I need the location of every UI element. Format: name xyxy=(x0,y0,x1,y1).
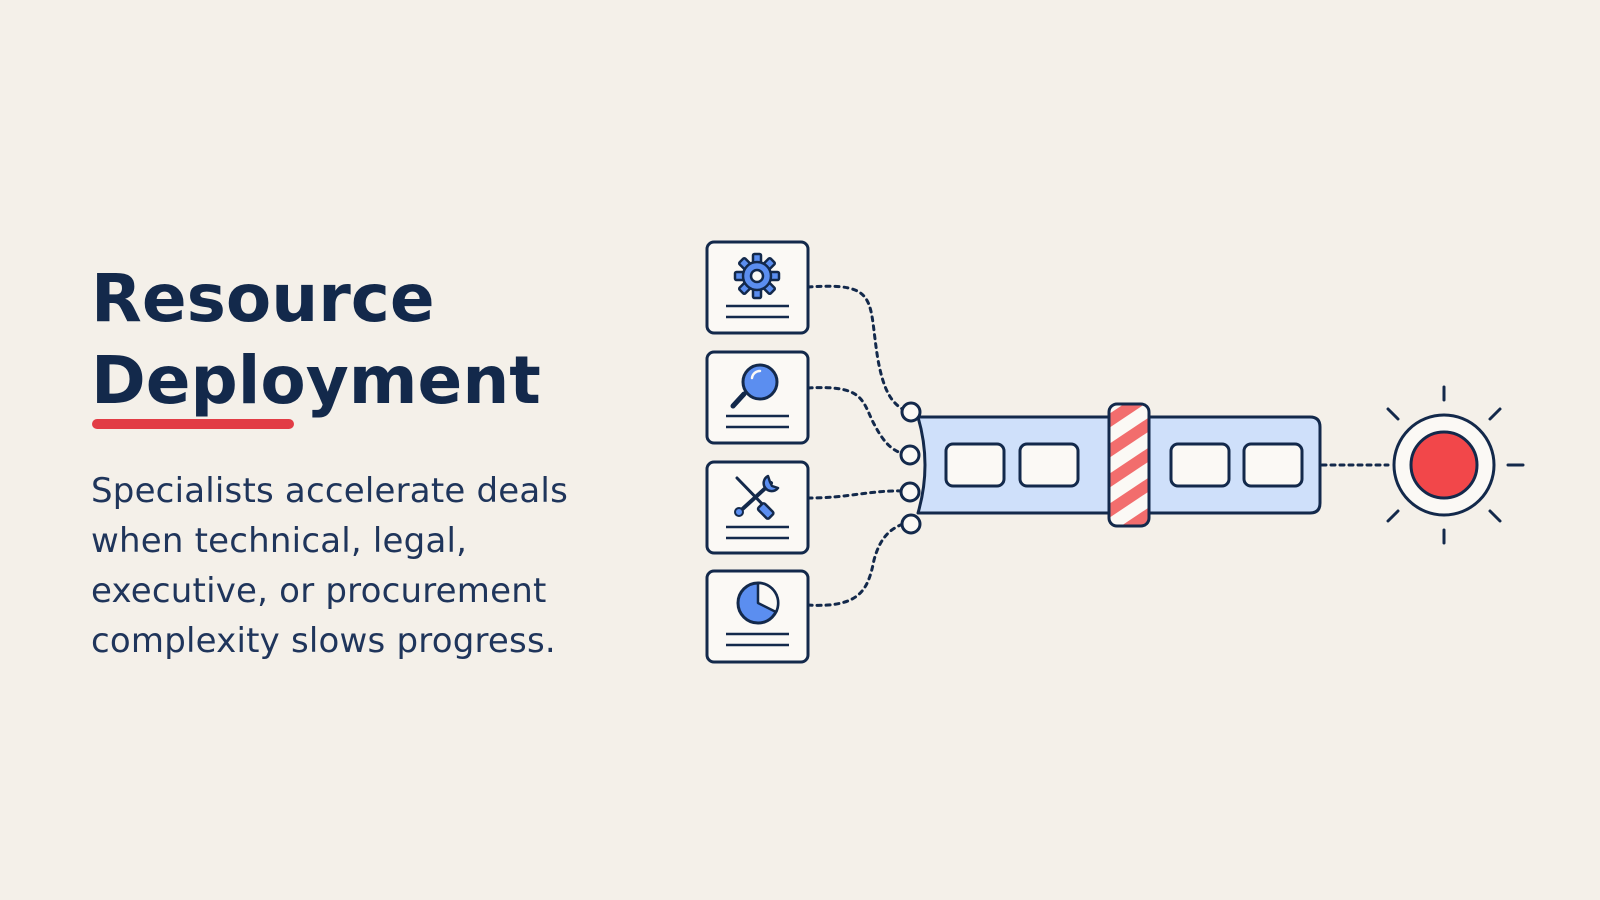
slide-subtitle: Specialists accelerate deals when techni… xyxy=(91,471,568,661)
magnifier-icon xyxy=(730,363,779,409)
title-line-1: Resource xyxy=(91,260,435,337)
specialist-card-tools xyxy=(705,460,810,555)
pie-chart-icon xyxy=(736,581,780,625)
connector-line xyxy=(806,521,908,607)
port xyxy=(900,401,922,423)
port xyxy=(899,444,921,466)
title-block: Resource Deployment xyxy=(91,258,631,429)
pipeline-slots xyxy=(944,442,1304,488)
specialist-card-search xyxy=(705,350,810,445)
gear-icon xyxy=(733,252,781,300)
connector-line xyxy=(806,489,906,500)
title-underline xyxy=(92,419,294,429)
title-line-2: Deployment xyxy=(91,342,541,419)
port xyxy=(900,513,922,535)
pipeline-slot xyxy=(944,442,1006,488)
pipeline-slot xyxy=(1242,442,1304,488)
slide-title: Resource Deployment xyxy=(91,258,631,422)
pipeline-ports xyxy=(899,401,922,535)
specialist-card-chart xyxy=(705,569,810,664)
connector-line xyxy=(806,386,906,456)
connector-lines xyxy=(806,284,908,607)
specialist-card-gear xyxy=(705,240,810,335)
pipeline-slot xyxy=(1018,442,1080,488)
connector-line xyxy=(806,284,908,413)
signal-light-icon xyxy=(1386,385,1525,545)
barrier-icon xyxy=(1107,402,1151,528)
pipeline-slot xyxy=(1169,442,1231,488)
tools-icon xyxy=(734,474,780,520)
port xyxy=(899,481,921,503)
